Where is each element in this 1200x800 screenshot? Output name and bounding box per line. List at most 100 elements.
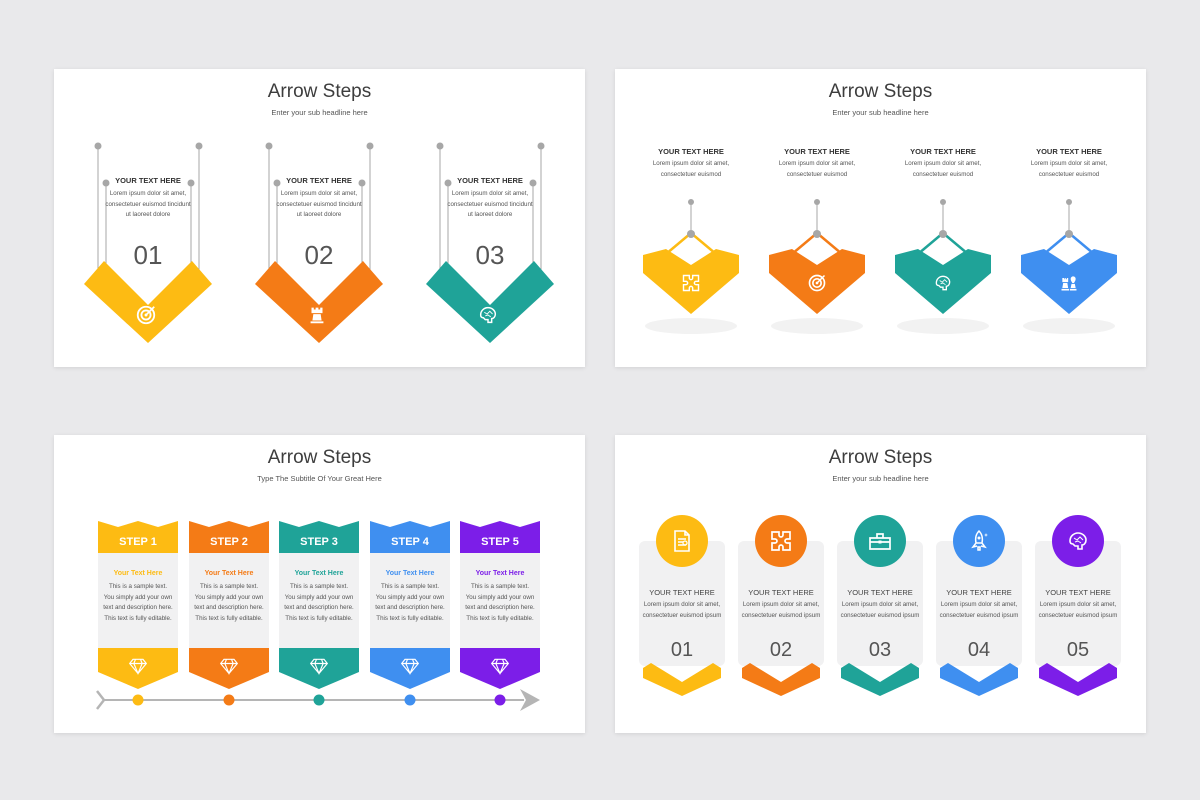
hanging-arrow-sign — [643, 199, 739, 334]
step-icon-circle — [953, 515, 1005, 567]
step-item-3: YOUR TEXT HERE Lorem ipsum dolor sit ame… — [888, 69, 998, 367]
step-body: This is a sample text. You simply add yo… — [465, 583, 535, 622]
slide-subtitle: Enter your sub headline here — [271, 108, 368, 117]
slide-subtitle: Type The Subtitle Of Your Great Here — [257, 474, 382, 483]
step-item-1: STEP 1 Your Text Here This is a sample t… — [98, 521, 178, 691]
chevron-shape — [255, 261, 383, 343]
step-body: Lorem ipsum dolor sit amet, consectetuer… — [642, 601, 722, 619]
chevron-shape — [84, 261, 212, 343]
step-item-5: YOUR TEXT HERE Lorem ipsum dolor sit ame… — [1035, 515, 1121, 705]
diamond-icon — [219, 658, 239, 676]
step-heading: YOUR TEXT HERE — [784, 147, 850, 156]
step-item-4: YOUR TEXT HERE Lorem ipsum dolor sit ame… — [1014, 69, 1124, 367]
chess-rook-icon — [310, 307, 324, 324]
chevron-shape — [940, 663, 1018, 696]
slide-title: Arrow Steps — [267, 81, 372, 102]
timeline-dot-3 — [313, 694, 325, 706]
connector-lines — [265, 142, 374, 277]
step-number: 01 — [133, 240, 163, 270]
step-banner-shape — [279, 521, 359, 689]
step-banner-shape — [370, 521, 450, 689]
chevron-shape — [1039, 663, 1117, 696]
slide-subtitle: Enter your sub headline here — [832, 474, 929, 483]
step-body: This is a sample text. You simply add yo… — [194, 583, 264, 622]
step-heading: YOUR TEXT HERE — [847, 588, 913, 597]
step-body: Lorem ipsum dolor sit amet, consectetuer… — [939, 601, 1019, 619]
step-item-3: YOUR TEXT HERE Lorem ipsum dolor sit ame… — [420, 69, 560, 367]
step-body: Lorem ipsum dolor sit amet, consectetuer… — [447, 190, 533, 218]
slide-arrow-steps-1: Arrow Steps Enter your sub headline here… — [54, 69, 585, 367]
step-label: STEP 2 — [210, 536, 248, 548]
step-item-4: YOUR TEXT HERE Lorem ipsum dolor sit ame… — [936, 515, 1022, 705]
rocket-icon — [971, 529, 988, 551]
step-heading: YOUR TEXT HERE — [115, 176, 181, 185]
step-heading: YOUR TEXT HERE — [1036, 147, 1102, 156]
hanging-arrow-sign — [895, 199, 991, 334]
step-number: 02 — [304, 240, 334, 270]
chevron-shape — [742, 663, 820, 696]
step-body: Lorem ipsum dolor sit amet, consectetuer… — [276, 190, 362, 218]
step-item-2: STEP 2 Your Text Here This is a sample t… — [189, 521, 269, 691]
diamond-icon — [128, 658, 148, 676]
chevron-shape — [841, 663, 919, 696]
step-number: 04 — [967, 639, 991, 661]
timeline-dot-2 — [223, 694, 235, 706]
step-heading: Your Text Here — [385, 570, 435, 577]
step-item-1: YOUR TEXT HERE Lorem ipsum dolor sit ame… — [639, 515, 725, 705]
step-heading: YOUR TEXT HERE — [1045, 588, 1111, 597]
step-body: This is a sample text. You simply add yo… — [284, 583, 354, 622]
step-number: 03 — [475, 240, 505, 270]
step-icon-circle — [656, 515, 708, 567]
chess-icon — [1061, 276, 1077, 291]
step-banner-shape — [98, 521, 178, 689]
step-body: Lorem ipsum dolor sit amet, consectetuer… — [904, 160, 982, 178]
step-number: 02 — [769, 639, 793, 661]
slide-arrow-steps-2: Arrow Steps Enter your sub headline here… — [615, 69, 1146, 367]
target-icon — [136, 305, 156, 325]
toolbox-icon — [869, 533, 891, 550]
step-icon-circle — [755, 515, 807, 567]
target-icon — [808, 274, 826, 292]
step-heading: YOUR TEXT HERE — [946, 588, 1012, 597]
puzzle-icon — [771, 531, 791, 551]
step-icon-circle — [1052, 515, 1104, 567]
step-heading: YOUR TEXT HERE — [910, 147, 976, 156]
diamond-icon — [400, 658, 420, 676]
step-item-1: YOUR TEXT HERE Lorem ipsum dolor sit ame… — [78, 69, 218, 367]
step-body: Lorem ipsum dolor sit amet, consectetuer… — [778, 160, 856, 178]
step-body: Lorem ipsum dolor sit amet, consectetuer… — [840, 601, 920, 619]
step-item-3: YOUR TEXT HERE Lorem ipsum dolor sit ame… — [837, 515, 923, 705]
step-number: 01 — [670, 639, 694, 661]
step-body: Lorem ipsum dolor sit amet, consectetuer… — [741, 601, 821, 619]
step-item-5: STEP 5 Your Text Here This is a sample t… — [460, 521, 540, 691]
step-banner-shape — [189, 521, 269, 689]
step-heading: Your Text Here — [113, 570, 163, 577]
step-item-2: YOUR TEXT HERE Lorem ipsum dolor sit ame… — [762, 69, 872, 367]
step-heading: YOUR TEXT HERE — [658, 147, 724, 156]
chevron-shape — [426, 261, 554, 343]
diamond-icon — [309, 658, 329, 676]
step-heading: Your Text Here — [294, 570, 344, 577]
slide-arrow-steps-3: Arrow Steps Type The Subtitle Of Your Gr… — [54, 435, 585, 733]
step-number: 05 — [1066, 639, 1090, 661]
timeline-dot-5 — [494, 694, 506, 706]
diamond-icon — [490, 658, 510, 676]
step-label: STEP 3 — [300, 536, 338, 548]
brain-icon — [935, 275, 951, 291]
step-body: Lorem ipsum dolor sit amet, consectetuer… — [105, 190, 191, 218]
step-body: Lorem ipsum dolor sit amet, consectetuer… — [1030, 160, 1108, 178]
step-heading: YOUR TEXT HERE — [286, 176, 352, 185]
step-item-3: STEP 3 Your Text Here This is a sample t… — [279, 521, 359, 691]
slide-title: Arrow Steps — [828, 447, 933, 468]
slide-subtitle: Enter your sub headline here — [832, 108, 929, 117]
step-label: STEP 5 — [481, 536, 519, 548]
slide-title: Arrow Steps — [828, 81, 933, 102]
step-item-1: YOUR TEXT HERE Lorem ipsum dolor sit ame… — [636, 69, 746, 367]
step-body: Lorem ipsum dolor sit amet, consectetuer… — [1038, 601, 1118, 619]
document-icon — [674, 530, 690, 552]
step-heading: YOUR TEXT HERE — [748, 588, 814, 597]
step-heading: Your Text Here — [204, 570, 254, 577]
timeline-arrow — [96, 689, 540, 711]
step-icon-circle — [854, 515, 906, 567]
timeline-dot-4 — [404, 694, 416, 706]
